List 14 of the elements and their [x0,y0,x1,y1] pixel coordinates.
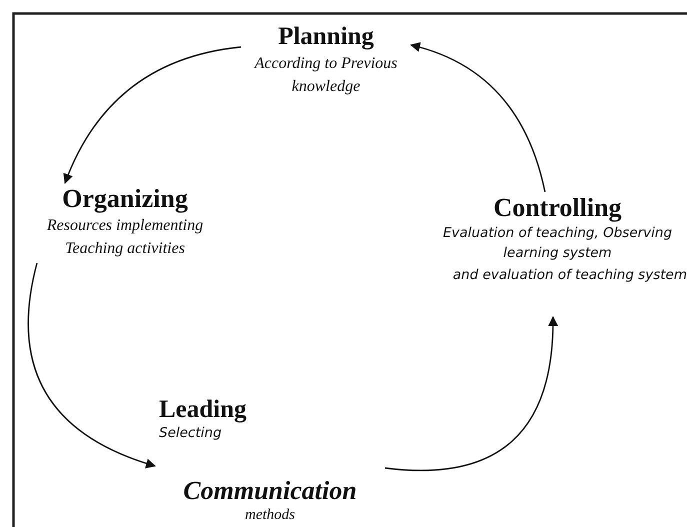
stage-heading: Planning [277,22,375,52]
arrow [410,42,546,192]
stage-description: methods [244,506,296,524]
arrow [384,316,558,471]
stage-description: Selecting [159,425,223,442]
stage-description: According to Previous knowledge [252,54,398,98]
stage-heading: Leading [159,395,248,425]
arrow [64,46,242,184]
stage-heading: Organizing [61,183,189,214]
arrow [28,262,156,468]
stage-description: and evaluation of teaching system [452,266,687,283]
stage-description: Resources implementing Teaching activities [46,216,204,260]
stage-heading: Communication [182,475,358,506]
stage-heading: Controlling [492,192,623,224]
